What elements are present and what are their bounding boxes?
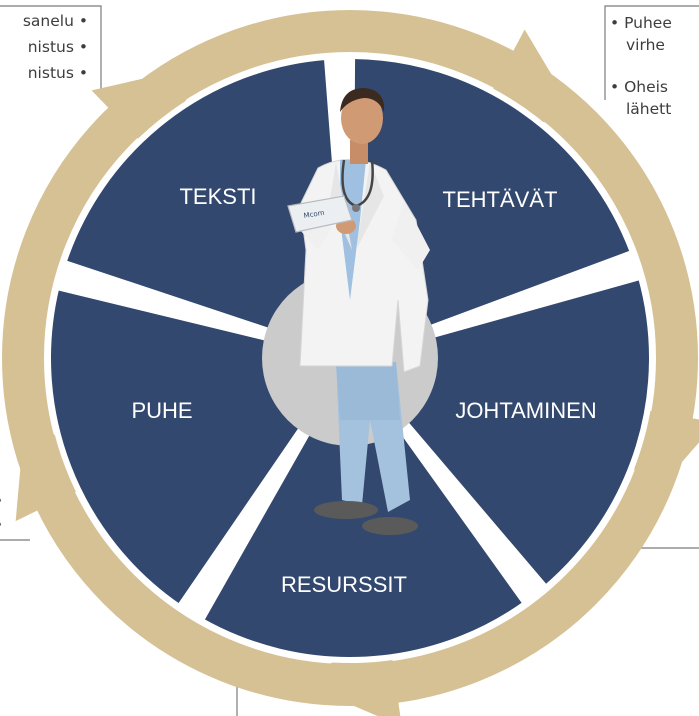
left-panel-lower-mark-2: •: [0, 514, 3, 536]
left-panel-item-2: nistus •: [27, 38, 88, 56]
segment-5: [59, 53, 354, 363]
left-panel: [0, 5, 102, 541]
segment-label-tehtavat: TEHTÄVÄT: [443, 187, 558, 212]
segment-label-johtaminen: JOHTAMINEN: [455, 398, 596, 423]
left-panel-item-3: nistus •: [27, 64, 88, 82]
doctor-figure: Mcom: [287, 88, 430, 535]
segment-label-resurssit: RESURSSIT: [281, 572, 407, 597]
right-panel-item-1: • Puhee: [610, 14, 672, 32]
segment-label-puhe: PUHE: [131, 398, 192, 423]
right-panel-item-2-cont: lähett: [626, 100, 672, 118]
cycle-arrowhead-5: [91, 64, 207, 156]
right-panel-item-1-cont: virhe: [626, 36, 665, 54]
segment-label-teksti: TEKSTI: [179, 184, 256, 209]
left-panel-item-1: sanelu •: [22, 12, 88, 30]
right-panel-item-2: • Oheis: [610, 78, 669, 96]
tablet-brand: Mcom: [303, 209, 325, 220]
left-panel-lower-mark-1: •: [0, 490, 3, 512]
cycle-arrowhead-4: [15, 403, 97, 522]
cycle-arrow-ring: [2, 10, 699, 716]
